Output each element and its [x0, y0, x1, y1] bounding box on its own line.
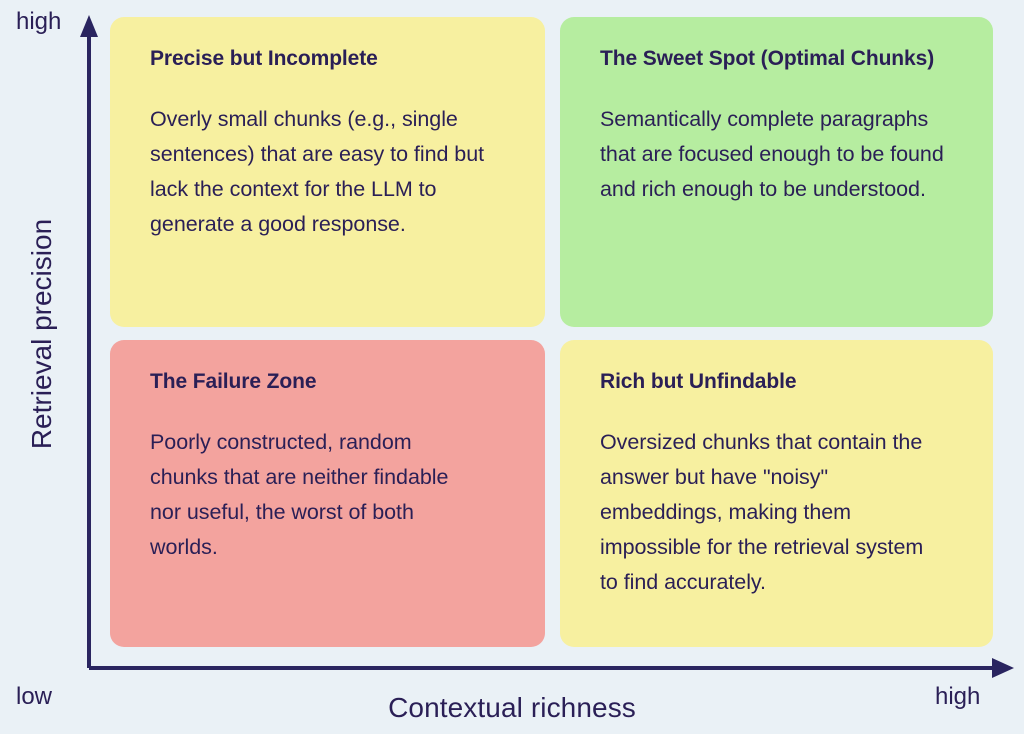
- quadrant-body: Overly small chunks (e.g., single senten…: [150, 107, 485, 236]
- quadrant-title: The Sweet Spot (Optimal Chunks): [600, 47, 935, 70]
- y-axis-arrowhead: [80, 15, 98, 37]
- x-axis-title: Contextual richness: [388, 692, 636, 723]
- quadrant-card-rich-but-unfindable[interactable]: Rich but Unfindable Oversized chunks tha…: [560, 340, 993, 647]
- quadrant-card-the-sweet-spot[interactable]: The Sweet Spot (Optimal Chunks) Semantic…: [560, 17, 993, 327]
- y-axis-high-label: high: [16, 8, 62, 35]
- quadrant-card-the-failure-zone[interactable]: The Failure Zone Poorly constructed, ran…: [110, 340, 545, 647]
- quadrant-body: Poorly constructed, random chunks that a…: [150, 430, 449, 559]
- x-axis-high-label: high: [935, 683, 981, 710]
- y-axis-title: Retrieval precision: [26, 218, 57, 450]
- quadrant-title: Rich but Unfindable: [600, 370, 797, 393]
- quadrant-card-precise-but-incomplete[interactable]: Precise but Incomplete Overly small chun…: [110, 17, 545, 327]
- y-axis-low-label: low: [16, 683, 53, 710]
- x-axis-arrowhead: [992, 658, 1014, 678]
- quadrant-title: Precise but Incomplete: [150, 47, 378, 70]
- quadrant-title: The Failure Zone: [150, 370, 317, 393]
- quadrant-body: Semantically complete paragraphs that ar…: [600, 107, 944, 201]
- quadrant-body: Oversized chunks that contain the answer…: [600, 430, 924, 594]
